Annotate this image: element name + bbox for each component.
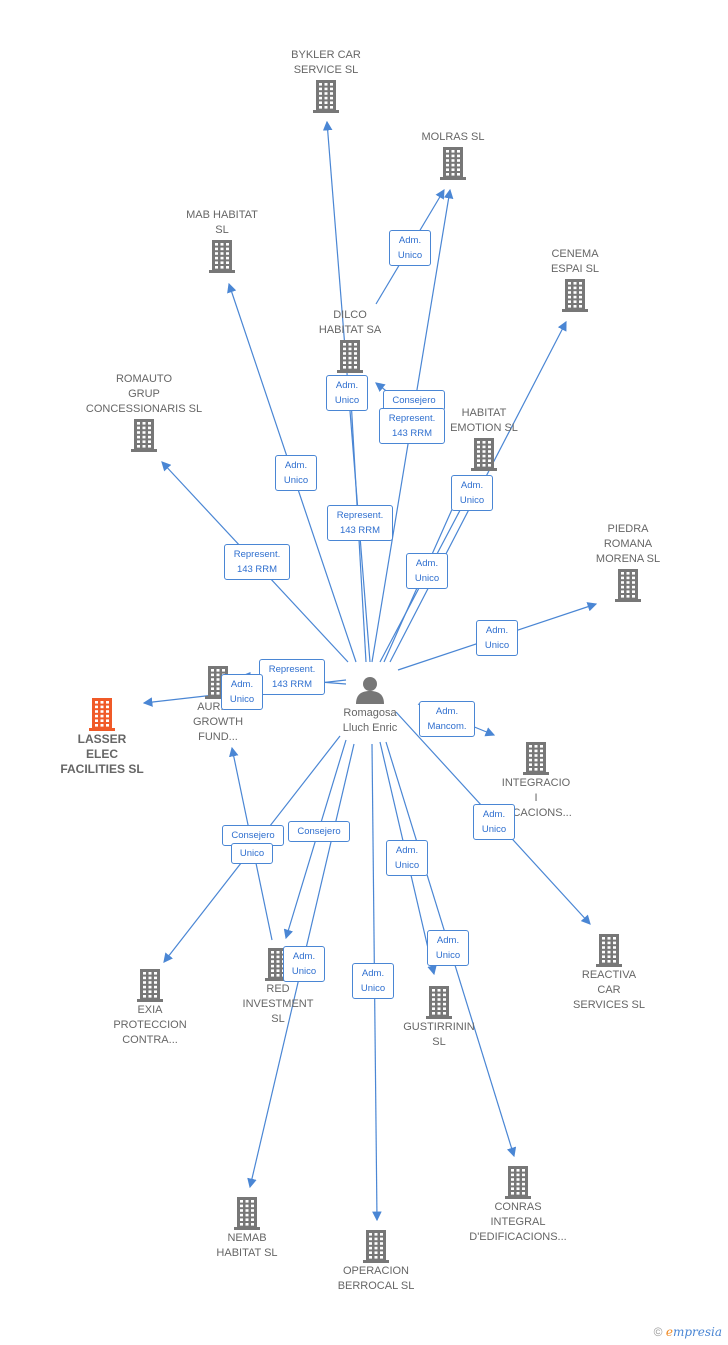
company-label: DILCO HABITAT SA (318, 309, 382, 336)
person-label: Romagosa Lluch Enric (342, 707, 398, 734)
company-label: BYKLER CAR SERVICE SL (291, 49, 361, 76)
company-node-reactiva[interactable]: REACTIVA CAR SERVICES SL (549, 932, 669, 1013)
relation-badge[interactable]: Adm. Unico (326, 375, 368, 411)
building-icon (209, 240, 235, 273)
company-label: REACTIVA CAR SERVICES SL (573, 969, 645, 1011)
building-icon (596, 934, 622, 967)
company-node-conras[interactable]: CONRAS INTEGRAL D'EDIFICACIONS... (458, 1164, 578, 1245)
company-label: PIEDRA ROMANA MORENA SL (595, 523, 661, 565)
building-icon (615, 569, 641, 602)
company-label: EXIA PROTECCION CONTRA... (113, 1004, 187, 1046)
relation-badge[interactable]: Adm. Unico (221, 674, 263, 710)
company-node-gustirrinin[interactable]: GUSTIRRININ SL (379, 984, 499, 1050)
company-label: INTEGRACIO I ...ICACIONS... (500, 777, 572, 819)
relation-badge[interactable]: Represent. 143 RRM (327, 505, 393, 541)
company-label: HABITAT EMOTION SL (450, 407, 518, 434)
building-icon (505, 1166, 531, 1199)
person-node-romagosa[interactable]: Romagosa Lluch Enric (320, 674, 420, 736)
building-icon (131, 419, 157, 452)
relation-badge[interactable]: Represent. 143 RRM (259, 659, 325, 695)
company-label: NEMAB HABITAT SL (216, 1232, 278, 1259)
relation-badge[interactable]: Adm. Unico (389, 230, 431, 266)
relation-badge[interactable]: Adm. Unico (352, 963, 394, 999)
company-node-exia[interactable]: EXIA PROTECCION CONTRA... (90, 967, 210, 1048)
company-node-integracio[interactable]: INTEGRACIO I ...ICACIONS... (476, 740, 596, 821)
company-node-cenema[interactable]: CENEMA ESPAI SL (515, 247, 635, 313)
brand-initial: e (665, 1325, 673, 1339)
building-icon (89, 698, 115, 731)
relation-badge[interactable]: Adm. Unico (476, 620, 518, 656)
company-label: ROMAUTO GRUP CONCESSIONARIS SL (85, 373, 203, 415)
relation-badge[interactable]: Adm. Unico (406, 553, 448, 589)
building-icon (234, 1197, 260, 1230)
relation-badge[interactable]: Adm. Unico (427, 930, 469, 966)
company-node-bykler[interactable]: BYKLER CAR SERVICE SL (266, 48, 386, 114)
company-label: OPERACION BERROCAL SL (337, 1265, 415, 1292)
company-label: RED INVESTMENT SL (242, 983, 314, 1025)
relation-badge[interactable]: Represent. 143 RRM (379, 408, 445, 444)
company-label: MOLRAS SL (421, 131, 485, 143)
relation-badge[interactable]: Consejero (222, 825, 284, 846)
company-label: CENEMA ESPAI SL (550, 248, 600, 275)
person-icon (356, 677, 384, 704)
building-icon (440, 147, 466, 180)
relation-badge[interactable]: Adm. Unico (275, 455, 317, 491)
relation-badge[interactable]: Adm. Unico (386, 840, 428, 876)
building-icon (562, 279, 588, 312)
building-icon (523, 742, 549, 775)
relation-badge[interactable]: Adm. Mancom. (419, 701, 475, 737)
brand-name: mpresia (672, 1325, 722, 1339)
building-icon (337, 340, 363, 373)
company-label: AURICA GROWTH FUND... (192, 701, 244, 743)
relation-badge[interactable]: Adm. Unico (473, 804, 515, 840)
copyright-symbol: © (653, 1325, 663, 1339)
relation-badge[interactable]: Adm. Unico (451, 475, 493, 511)
company-label: CONRAS INTEGRAL D'EDIFICACIONS... (469, 1201, 567, 1243)
company-label: MAB HABITAT SL (186, 209, 258, 236)
company-node-operacion[interactable]: OPERACION BERROCAL SL (316, 1228, 436, 1294)
relation-badge[interactable]: Adm. Unico (283, 946, 325, 982)
relation-badge[interactable]: Represent. 143 RRM (224, 544, 290, 580)
company-node-piedra-romana[interactable]: PIEDRA ROMANA MORENA SL (568, 522, 688, 603)
company-node-molras[interactable]: MOLRAS SL (393, 130, 513, 181)
building-icon (426, 986, 452, 1019)
relation-badge[interactable]: Consejero (288, 821, 350, 842)
company-node-romauto[interactable]: ROMAUTO GRUP CONCESSIONARIS SL (84, 372, 204, 453)
company-node-nemab[interactable]: NEMAB HABITAT SL (187, 1195, 307, 1261)
company-node-dilco[interactable]: DILCO HABITAT SA (290, 308, 410, 374)
company-node-mab-habitat[interactable]: MAB HABITAT SL (162, 208, 282, 274)
relation-badge[interactable]: Unico (231, 843, 273, 864)
company-node-habitat-emotion[interactable]: HABITAT EMOTION SL (424, 406, 544, 472)
company-node-lasser-focus[interactable]: LASSER ELEC FACILITIES SL (42, 696, 162, 777)
building-icon (137, 969, 163, 1002)
company-node-aurica[interactable]: AURICA GROWTH FUND... (158, 664, 278, 745)
building-icon (363, 1230, 389, 1263)
building-icon (313, 80, 339, 113)
company-label: LASSER ELEC FACILITIES SL (60, 732, 144, 776)
brand-footer[interactable]: © empresia (654, 1325, 722, 1339)
company-label: GUSTIRRININ SL (403, 1021, 475, 1048)
building-icon (471, 438, 497, 471)
